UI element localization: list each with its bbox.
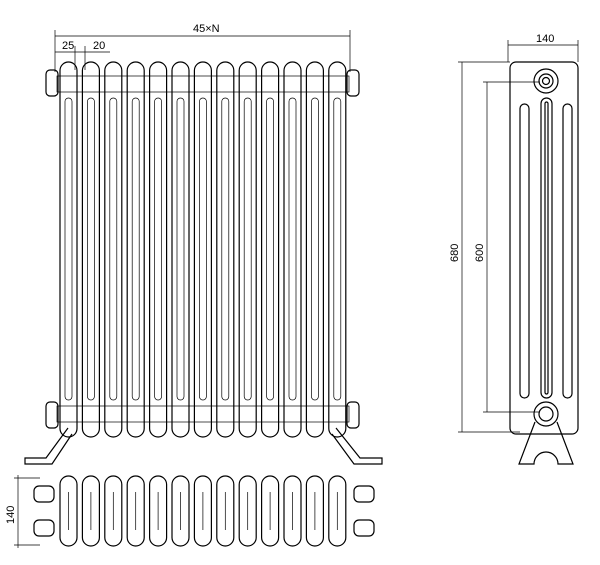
bottom-port-mid: [538, 406, 554, 422]
top-port-outer: [533, 68, 559, 94]
top-section: [104, 475, 123, 547]
front-column-inner: [87, 97, 95, 401]
top-section: [328, 475, 347, 547]
top-section: [261, 475, 280, 547]
top-section: [283, 475, 302, 547]
left-bottom-stub: [45, 401, 59, 429]
side-foot: [518, 421, 574, 465]
top-left-cap-upper: [33, 485, 55, 503]
top-section: [126, 475, 145, 547]
front-column: [328, 61, 347, 438]
side-view: 140 680 600: [449, 33, 579, 465]
front-column: [238, 61, 257, 438]
front-column: [149, 61, 168, 438]
top-right-cap-upper: [353, 485, 375, 503]
left-foot: [24, 427, 73, 465]
top-header: [56, 75, 350, 93]
dim-left-label: 25: [62, 40, 74, 52]
right-top-stub: [346, 69, 360, 97]
top-section: [238, 475, 257, 547]
top-view: 140: [5, 475, 375, 548]
side-slot-3: [562, 103, 573, 399]
dim-centres-label: 600: [474, 244, 486, 262]
top-left-cap-lower: [33, 519, 55, 537]
top-port-mid: [538, 73, 554, 89]
front-column-inner: [288, 97, 297, 401]
bottom-port-outer: [533, 401, 559, 427]
front-view: 45×N 25 20: [24, 23, 383, 465]
top-section: [149, 475, 168, 547]
top-section: [59, 475, 78, 547]
top-right-cap-lower: [353, 519, 375, 537]
top-columns: [59, 475, 347, 547]
dim-height-label: 680: [449, 244, 461, 262]
front-column-inner: [199, 97, 207, 401]
side-slot-2: [540, 97, 553, 399]
front-column: [59, 61, 78, 438]
front-column-inner: [131, 97, 140, 401]
front-column: [171, 61, 190, 438]
dim-total-label: 45×N: [193, 23, 220, 35]
front-column-inner: [266, 97, 274, 401]
front-column: [81, 61, 101, 438]
right-bottom-stub: [346, 401, 360, 429]
front-column-inner: [109, 97, 118, 401]
front-column: [193, 61, 212, 438]
front-column-inner: [333, 97, 342, 401]
front-column-inner: [221, 97, 230, 401]
front-column: [305, 61, 324, 438]
front-column: [126, 61, 145, 438]
side-body: [509, 61, 579, 435]
front-column-inner: [311, 97, 319, 401]
top-section: [81, 475, 101, 547]
front-column: [261, 61, 280, 438]
dim-pitch-label: 20: [93, 40, 105, 52]
front-column: [283, 61, 302, 438]
front-column-inner: [64, 97, 73, 401]
front-column-inner: [154, 97, 162, 401]
top-section: [216, 475, 235, 547]
front-columns: [59, 61, 347, 438]
dim-depth-label: 140: [5, 506, 17, 524]
front-column-inner: [243, 97, 252, 401]
top-port-inner: [541, 76, 551, 86]
side-slot-1: [519, 103, 530, 399]
left-top-stub: [45, 69, 59, 97]
right-foot: [331, 427, 383, 465]
front-column: [104, 61, 123, 438]
top-section: [193, 475, 212, 547]
dim-width-label: 140: [536, 33, 554, 45]
top-section: [305, 475, 324, 547]
top-section: [171, 475, 190, 547]
bottom-header: [56, 405, 350, 423]
side-slot-2-inner: [544, 101, 549, 395]
front-column-inner: [176, 97, 185, 401]
front-column: [216, 61, 235, 438]
